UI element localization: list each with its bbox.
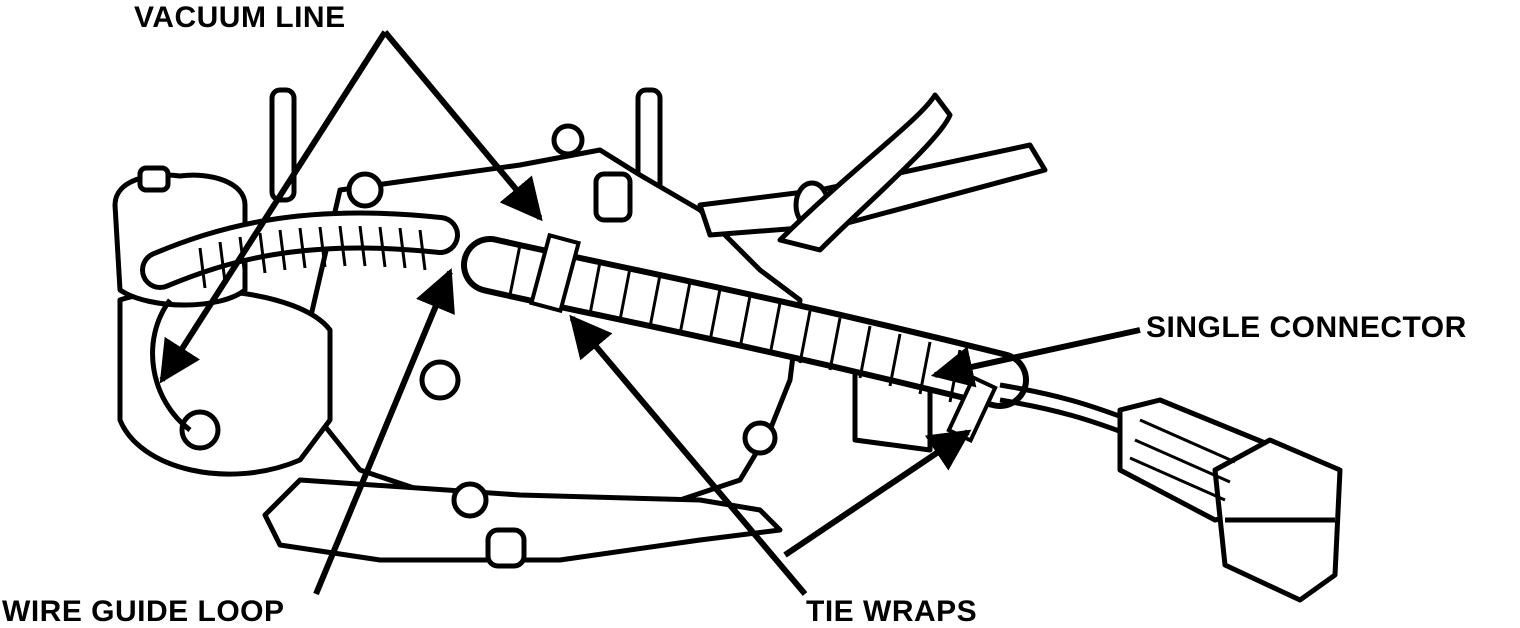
connector-ribs	[1129, 418, 1236, 502]
mounting-stud-left	[269, 87, 297, 203]
boss-top	[551, 123, 585, 157]
boss-right	[742, 420, 778, 456]
wiring-harness	[140, 210, 1131, 444]
connector-block	[1117, 397, 1343, 603]
air-tube	[777, 92, 953, 253]
tie-wraps-leader-left	[569, 314, 808, 596]
wires-to-connector	[999, 382, 1131, 423]
boss-lower	[451, 481, 489, 519]
harness-conduit-left-fill	[145, 215, 455, 285]
callout-leaders	[159, 30, 1141, 596]
tie-wrap-band-1	[529, 232, 581, 314]
tie-wraps-leader-right	[783, 429, 972, 558]
base-plate	[262, 477, 783, 563]
fitting-upper	[593, 171, 633, 223]
choke-pivot	[179, 409, 221, 451]
label-vacuum-line: VACUUM LINE	[134, 1, 346, 34]
wire-guide-loop-leader	[313, 268, 455, 596]
choke-housing	[117, 287, 333, 477]
boss-upper	[346, 171, 384, 209]
label-wire-guide-loop: WIRE GUIDE LOOP	[2, 595, 285, 628]
label-tie-wraps: TIE WRAPS	[806, 595, 978, 628]
vacuum-line-leader-right	[382, 30, 543, 222]
label-single-connector: SINGLE CONNECTOR	[1146, 311, 1467, 344]
boss-mid	[419, 359, 461, 401]
vacuum-line-leader-left	[159, 30, 388, 384]
fitting-lower	[485, 527, 527, 569]
wires-to-connector-2	[999, 397, 1131, 438]
solenoid-cap	[137, 165, 171, 193]
single-connector-leader	[930, 327, 1141, 388]
wire-to-choke	[150, 298, 192, 432]
